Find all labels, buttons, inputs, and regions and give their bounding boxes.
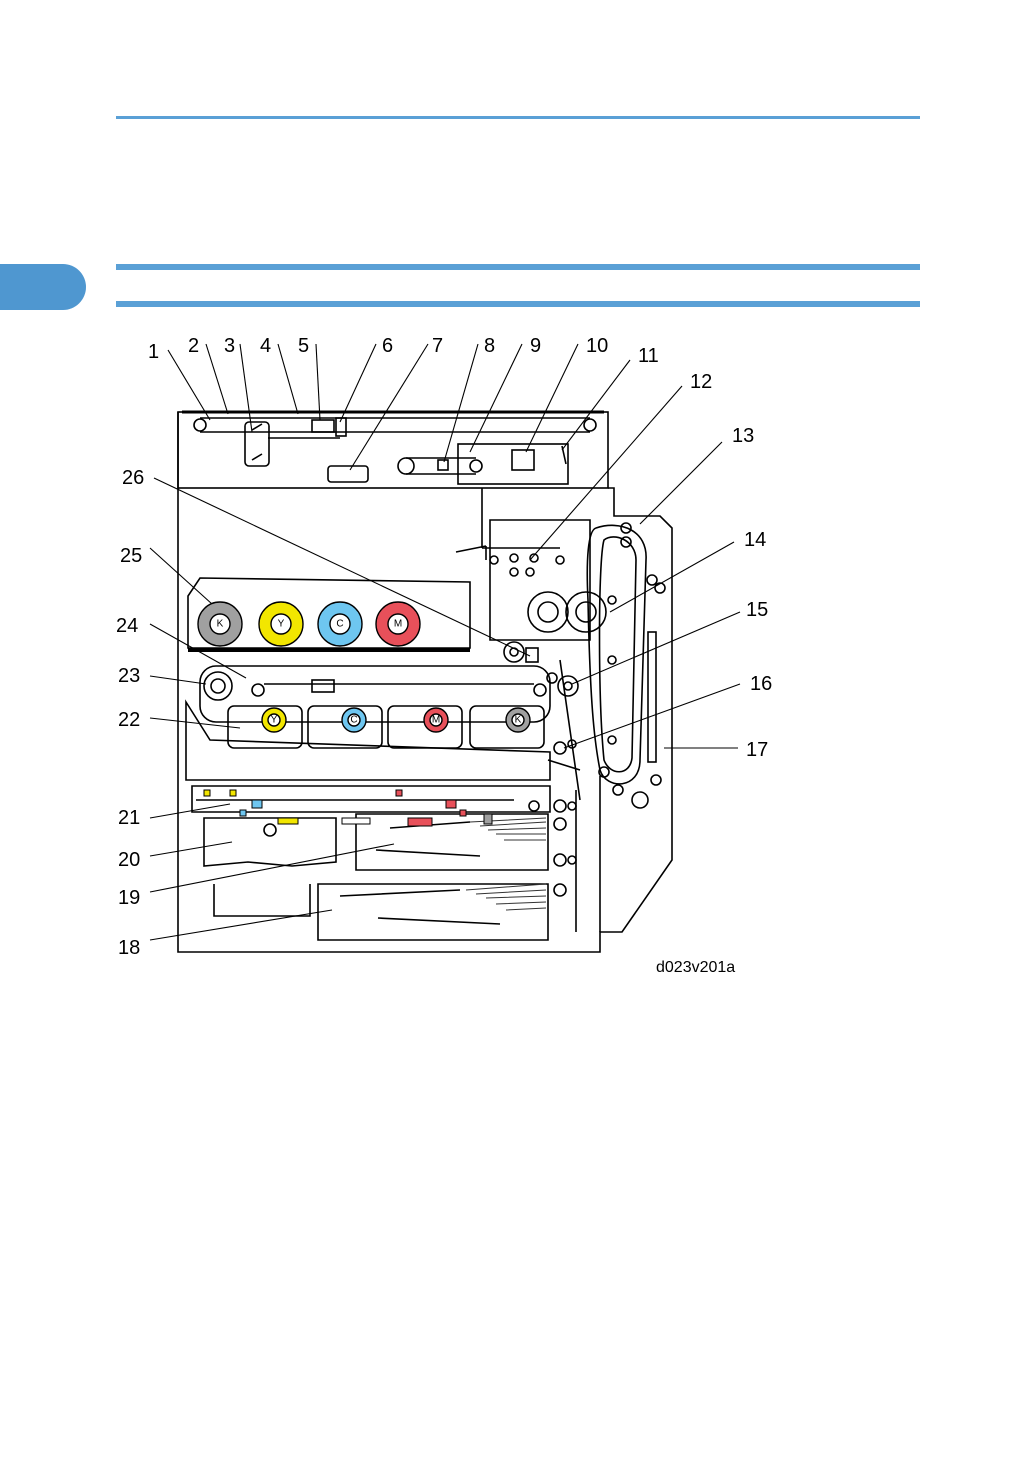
toner-letter-y: Y (278, 619, 285, 630)
callout-21: 21 (118, 807, 140, 829)
callout-25: 25 (120, 545, 142, 567)
callout-8: 8 (484, 335, 495, 357)
callout-13: 13 (732, 425, 754, 447)
callout-7: 7 (432, 335, 443, 357)
callout-20: 20 (118, 849, 140, 871)
toner-letter-k: K (217, 619, 224, 630)
toner-letter-m: M (394, 619, 402, 630)
callout-23: 23 (118, 665, 140, 687)
callout-15: 15 (746, 599, 768, 621)
callout-10: 10 (586, 335, 608, 357)
callout-14: 14 (744, 529, 766, 551)
callout-24: 24 (116, 615, 138, 637)
callout-26: 26 (122, 467, 144, 489)
callout-9: 9 (530, 335, 541, 357)
paper-tray-1 (356, 814, 548, 870)
main-body-outline (178, 412, 672, 952)
toner-letter-c: C (336, 619, 343, 630)
drum-letter-y: Y (271, 715, 278, 726)
drum-letter-c: C (350, 715, 357, 726)
callout-18: 18 (118, 937, 140, 959)
callout-6: 6 (382, 335, 393, 357)
callout-2: 2 (188, 335, 199, 357)
fusing-unit (490, 520, 590, 640)
callout-1: 1 (148, 341, 159, 363)
callout-3: 3 (224, 335, 235, 357)
scanner-unit (178, 412, 608, 488)
drum-letter-k: K (515, 715, 522, 726)
transfer-belt-unit (200, 666, 550, 722)
drum-letter-m: M (432, 715, 440, 726)
callout-5: 5 (298, 335, 309, 357)
callout-22: 22 (118, 709, 140, 731)
callout-17: 17 (746, 739, 768, 761)
callout-16: 16 (750, 673, 772, 695)
callout-12: 12 (690, 371, 712, 393)
callout-19: 19 (118, 887, 140, 909)
laser-unit (192, 786, 550, 812)
callout-11: 11 (638, 345, 659, 367)
paper-tray-2 (318, 884, 548, 940)
callout-4: 4 (260, 335, 271, 357)
figure-caption: d023v201a (656, 959, 735, 976)
